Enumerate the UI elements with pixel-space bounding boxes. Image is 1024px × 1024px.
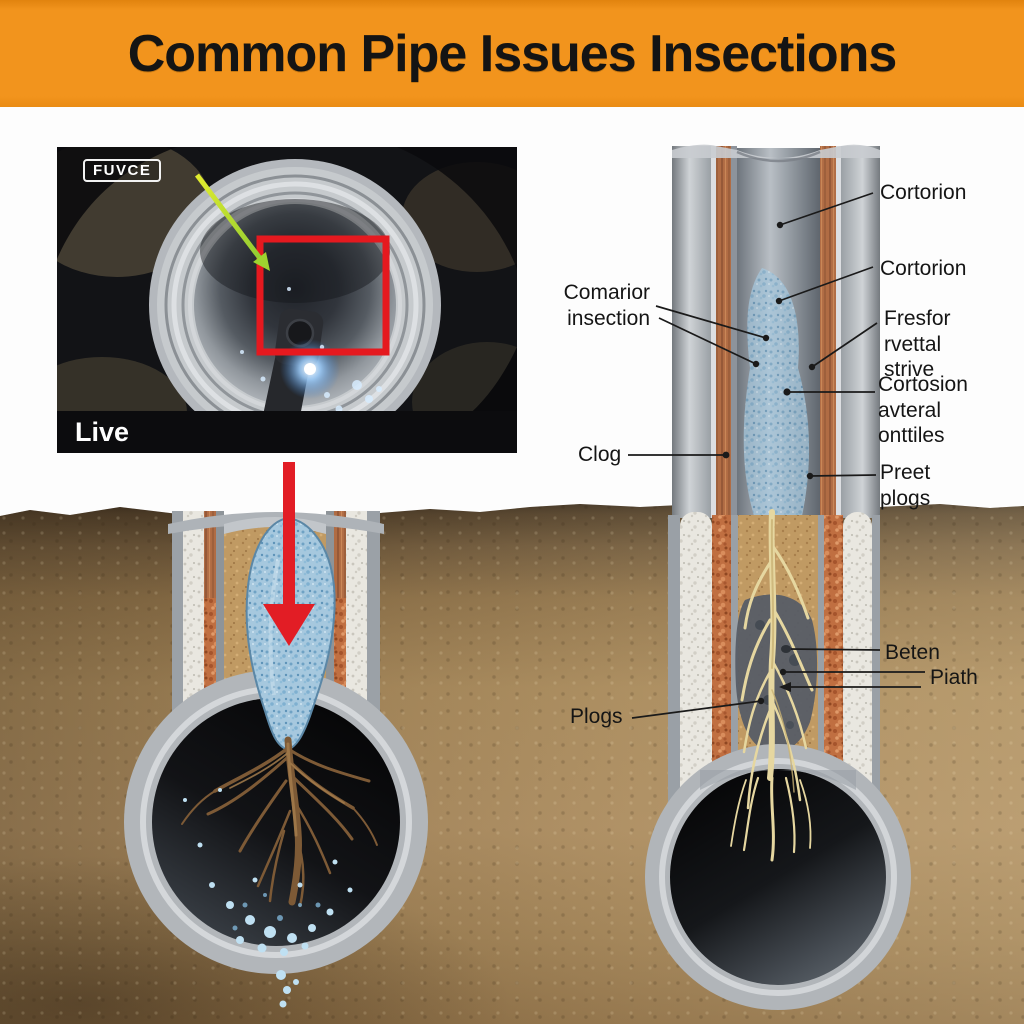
right-pipe-cross-section — [645, 144, 911, 1010]
red-highlight-box — [256, 235, 390, 356]
label-preet-plogs: Preet plogs — [880, 461, 931, 510]
label-piath: Piath — [930, 666, 978, 689]
camera-feed-panel: FUVCE Live — [57, 147, 517, 453]
label-beten: Beten — [885, 641, 940, 664]
live-status-bar: Live — [57, 411, 517, 453]
label-fresfor-rvettal-strive: Fresfor rvettal strive — [884, 307, 951, 382]
label-cortorion-1: Cortorion — [880, 181, 967, 204]
leader-dots — [722, 221, 816, 705]
red-down-arrow-icon — [263, 462, 315, 646]
water-droplets — [240, 287, 382, 413]
label-cortorion-2: Cortorion — [880, 257, 967, 280]
label-cortosion-avteral-onttiles: Cortosion avteral onttiles — [878, 373, 968, 448]
corrosion-plume — [743, 268, 810, 516]
annotation-leader-lines — [628, 192, 925, 719]
label-comarior-insection: Comarior insection — [563, 281, 650, 330]
camera-source-badge: FUVCE — [83, 159, 162, 182]
label-plogs: Plogs — [570, 705, 623, 728]
green-arrow-icon — [195, 173, 270, 271]
label-clog: Clog — [578, 443, 622, 466]
camera-feed-illustration — [57, 147, 517, 453]
title-banner: Common Pipe Issues Insections — [0, 0, 1024, 107]
water-sparkles — [183, 788, 353, 1008]
page-title: Common Pipe Issues Insections — [127, 24, 898, 83]
left-pipe-cross-section — [124, 462, 428, 1008]
